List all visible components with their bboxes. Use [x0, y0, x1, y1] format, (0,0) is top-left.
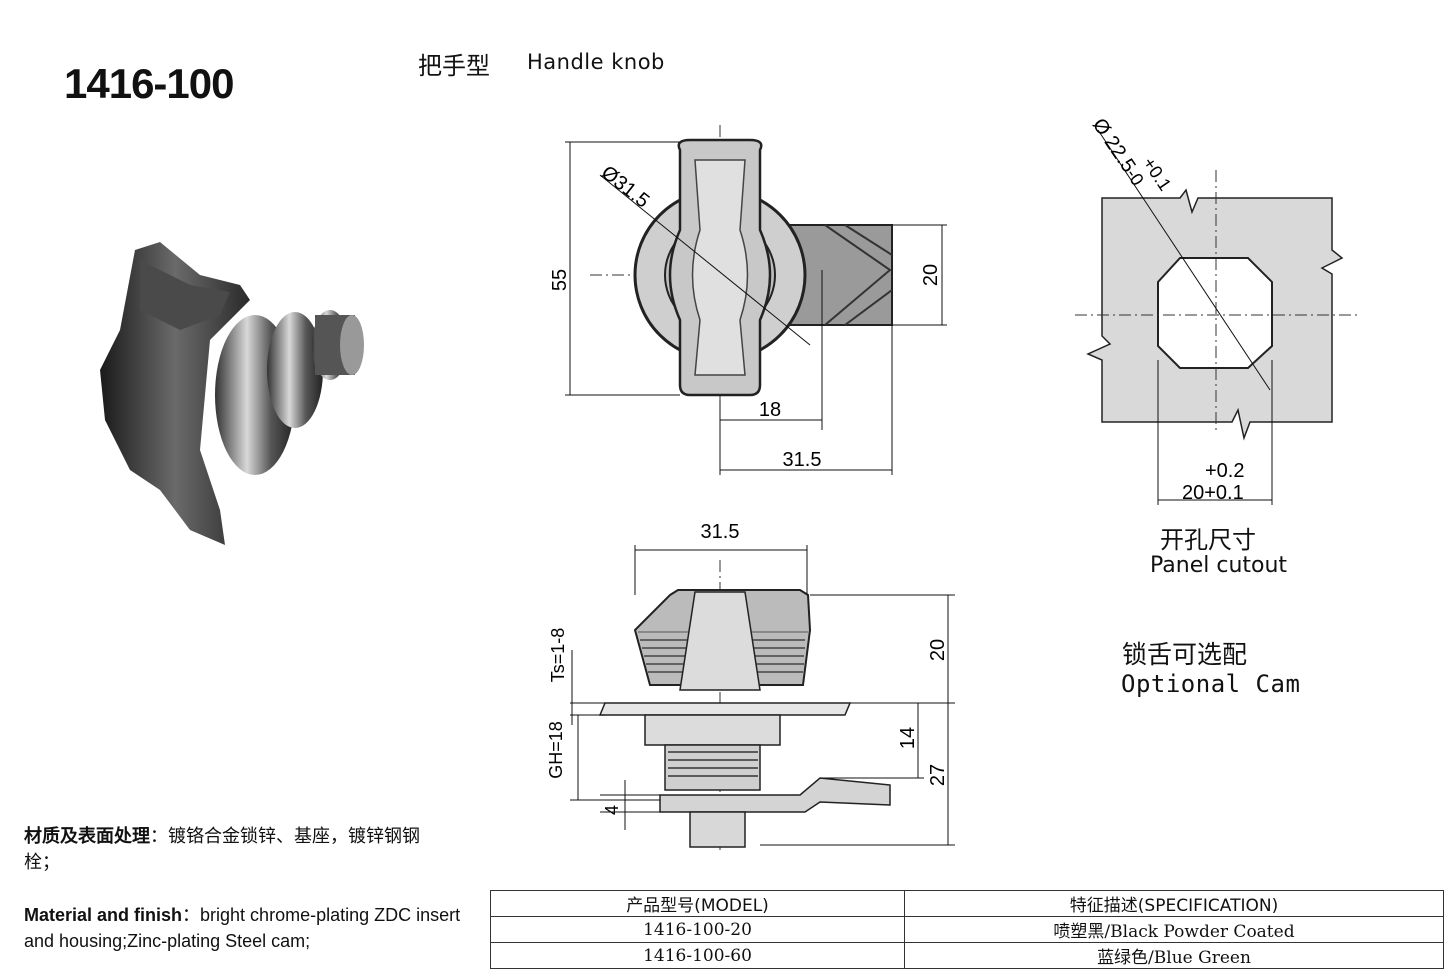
- side-view-drawing: 31.5 Ts=1-8 GH=18 20 14 27 4: [546, 521, 955, 850]
- row-model: 1416-100-20: [490, 916, 905, 943]
- dim-height-55: 55: [549, 269, 571, 291]
- front-view-drawing: Ø31.5 55 20 18 31.5: [549, 125, 947, 475]
- spec-table: 产品型号(MODEL) 特征描述(SPECIFICATION) 1416-100…: [490, 890, 1444, 969]
- row-spec: 喷塑黑/Black Powder Coated: [904, 916, 1444, 943]
- material-label-cn: 材质及表面处理: [24, 826, 150, 847]
- product-type-cn: 把手型: [418, 52, 490, 80]
- model-title: 1416-100: [64, 60, 234, 107]
- dim-diameter: Ø31.5: [597, 162, 653, 213]
- cutout-tol-w-upper: +0.2: [1205, 460, 1244, 482]
- material-sep-cn: ：: [150, 826, 168, 847]
- dim-h14: 14: [897, 727, 919, 749]
- dim-h20: 20: [927, 639, 949, 661]
- material-text-en: bright chrome-plating ZDC insert and hou…: [24, 905, 461, 951]
- dim-ts: Ts=1-8: [548, 628, 568, 683]
- panel-cutout-drawing: Ø 22.5 -0 +0.1 +0.2 20+0.1: [1075, 114, 1360, 505]
- row-model: 1416-100-60: [490, 942, 905, 969]
- dim-gh: GH=18: [546, 721, 566, 779]
- optional-cam-label-cn: 锁舌可选配: [1122, 640, 1248, 669]
- table-header-row: 产品型号(MODEL) 特征描述(SPECIFICATION): [490, 890, 1444, 917]
- cutout-width: 20+0.1: [1182, 482, 1244, 504]
- header-model: 产品型号(MODEL): [490, 890, 905, 917]
- material-sep-en: ：: [182, 905, 201, 925]
- table-row: 1416-100-20 喷塑黑/Black Powder Coated: [490, 916, 1444, 943]
- product-photo: [100, 242, 364, 545]
- optional-cam-label-en: Optional Cam: [1121, 670, 1301, 698]
- row-spec: 蓝绿色/Blue Green: [904, 942, 1444, 969]
- panel-cutout-label-cn: 开孔尺寸: [1160, 526, 1256, 554]
- dim-h4: 4: [602, 805, 622, 815]
- product-type-en: Handle knob: [527, 50, 665, 74]
- header-spec: 特征描述(SPECIFICATION): [904, 890, 1444, 917]
- cutout-diameter: Ø 22.5: [1088, 114, 1140, 176]
- dim-h27: 27: [927, 764, 949, 786]
- material-label-en: Material and finish: [24, 905, 183, 925]
- panel-cutout-label-en: Panel cutout: [1150, 553, 1288, 578]
- table-row: 1416-100-60 蓝绿色/Blue Green: [490, 942, 1444, 969]
- dim-offset-18: 18: [759, 399, 781, 421]
- dim-total-31-5: 31.5: [783, 449, 822, 471]
- material-description-en: Material and finish：bright chrome-platin…: [24, 902, 464, 954]
- dim-side-width: 31.5: [701, 521, 740, 543]
- dim-width-20: 20: [920, 264, 942, 286]
- material-text-cn: 镀铬合金锁锌、基座，镀锌钢钢栓；: [24, 826, 420, 873]
- material-description-cn: 材质及表面处理：镀铬合金锁锌、基座，镀锌钢钢栓；: [24, 824, 444, 876]
